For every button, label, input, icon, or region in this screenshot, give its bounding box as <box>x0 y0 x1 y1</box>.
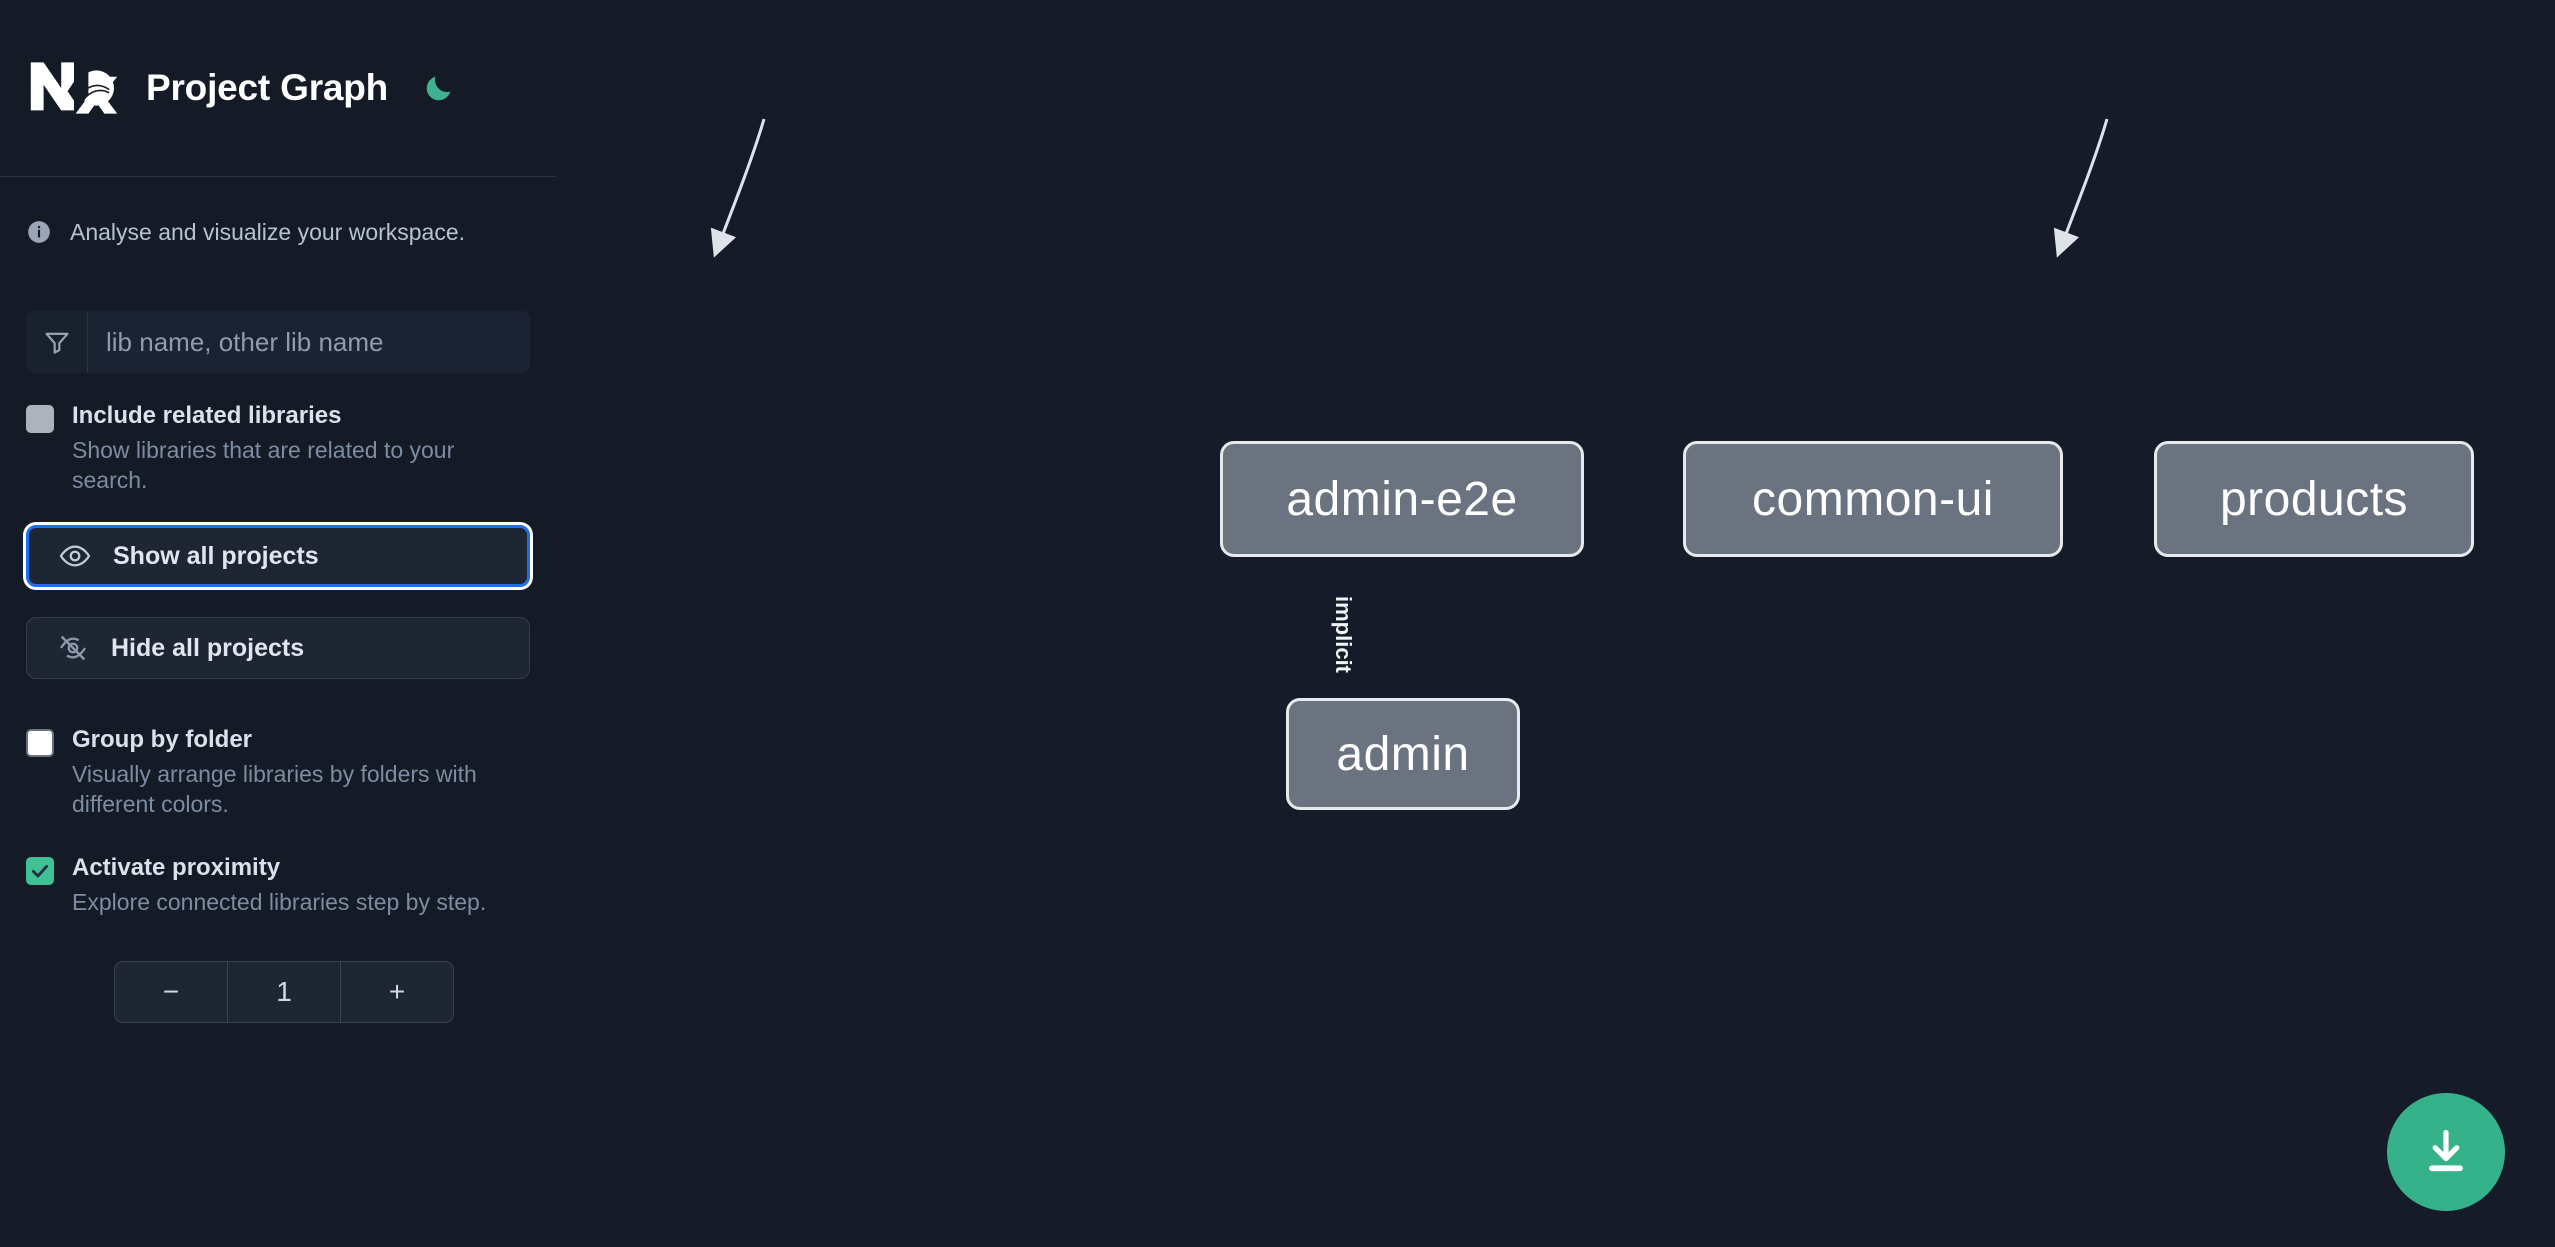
checkbox-include-related-libraries[interactable] <box>26 405 54 433</box>
check-icon <box>31 865 49 878</box>
option-group-by-folder[interactable]: Group by folder Visually arrange librari… <box>26 725 530 819</box>
graph-node-admin[interactable]: admin <box>1286 698 1520 810</box>
show-all-projects-label: Show all projects <box>113 541 319 570</box>
download-icon <box>2429 1129 2463 1172</box>
tagline-text: Analyse and visualize your workspace. <box>70 218 466 245</box>
option-label: Include related libraries <box>72 402 342 429</box>
option-description: Explore connected libraries step by step… <box>72 889 487 915</box>
option-description: Visually arrange libraries by folders wi… <box>72 761 477 817</box>
hide-all-projects-label: Hide all projects <box>111 633 305 662</box>
option-activate-proximity[interactable]: Activate proximity Explore connected lib… <box>26 853 530 917</box>
edge-label-implicit-admin: implicit <box>1331 596 1356 674</box>
sidebar-body: Analyse and visualize your workspace. In… <box>0 177 556 1023</box>
graph-edges <box>710 118 2109 258</box>
edge-store-e2e-to-store <box>2053 118 2109 258</box>
option-description: Show libraries that are related to your … <box>72 437 455 493</box>
stepper-increment-button[interactable]: + <box>340 962 453 1022</box>
page-title: Project Graph <box>146 67 389 108</box>
search-input[interactable] <box>88 311 530 373</box>
show-all-projects-button[interactable]: Show all projects <box>26 525 530 587</box>
proximity-stepper: − 1 + <box>114 961 454 1023</box>
filter-row <box>26 311 530 373</box>
eye-icon <box>59 545 91 567</box>
graph-canvas[interactable]: implicit implicit admin-e2e common-ui pr… <box>556 0 2555 1247</box>
moon-icon[interactable] <box>422 71 456 105</box>
info-icon <box>26 219 52 245</box>
sidebar-header: Project Graph <box>0 0 556 177</box>
graph-node-products[interactable]: products <box>2154 441 2474 557</box>
checkbox-group-by-folder[interactable] <box>26 729 54 757</box>
eye-off-icon <box>60 635 86 661</box>
sidebar: Project Graph Analyse and visualize your… <box>0 0 556 1247</box>
option-include-related-libraries[interactable]: Include related libraries Show libraries… <box>26 401 530 495</box>
stepper-decrement-button[interactable]: − <box>115 962 227 1022</box>
option-label: Activate proximity <box>72 854 281 881</box>
edge-admin-e2e-to-admin <box>710 118 766 258</box>
hide-all-projects-button[interactable]: Hide all projects <box>26 617 530 679</box>
tagline: Analyse and visualize your workspace. <box>26 177 530 287</box>
graph-node-common-ui[interactable]: common-ui <box>1683 441 2063 557</box>
stepper-value: 1 <box>227 962 340 1022</box>
option-label: Group by folder <box>72 726 252 753</box>
graph-node-admin-e2e[interactable]: admin-e2e <box>1220 441 1584 557</box>
nx-logo-icon <box>26 56 122 120</box>
download-graph-button[interactable] <box>2387 1093 2505 1211</box>
checkbox-activate-proximity[interactable] <box>26 857 54 885</box>
funnel-icon <box>26 311 88 373</box>
